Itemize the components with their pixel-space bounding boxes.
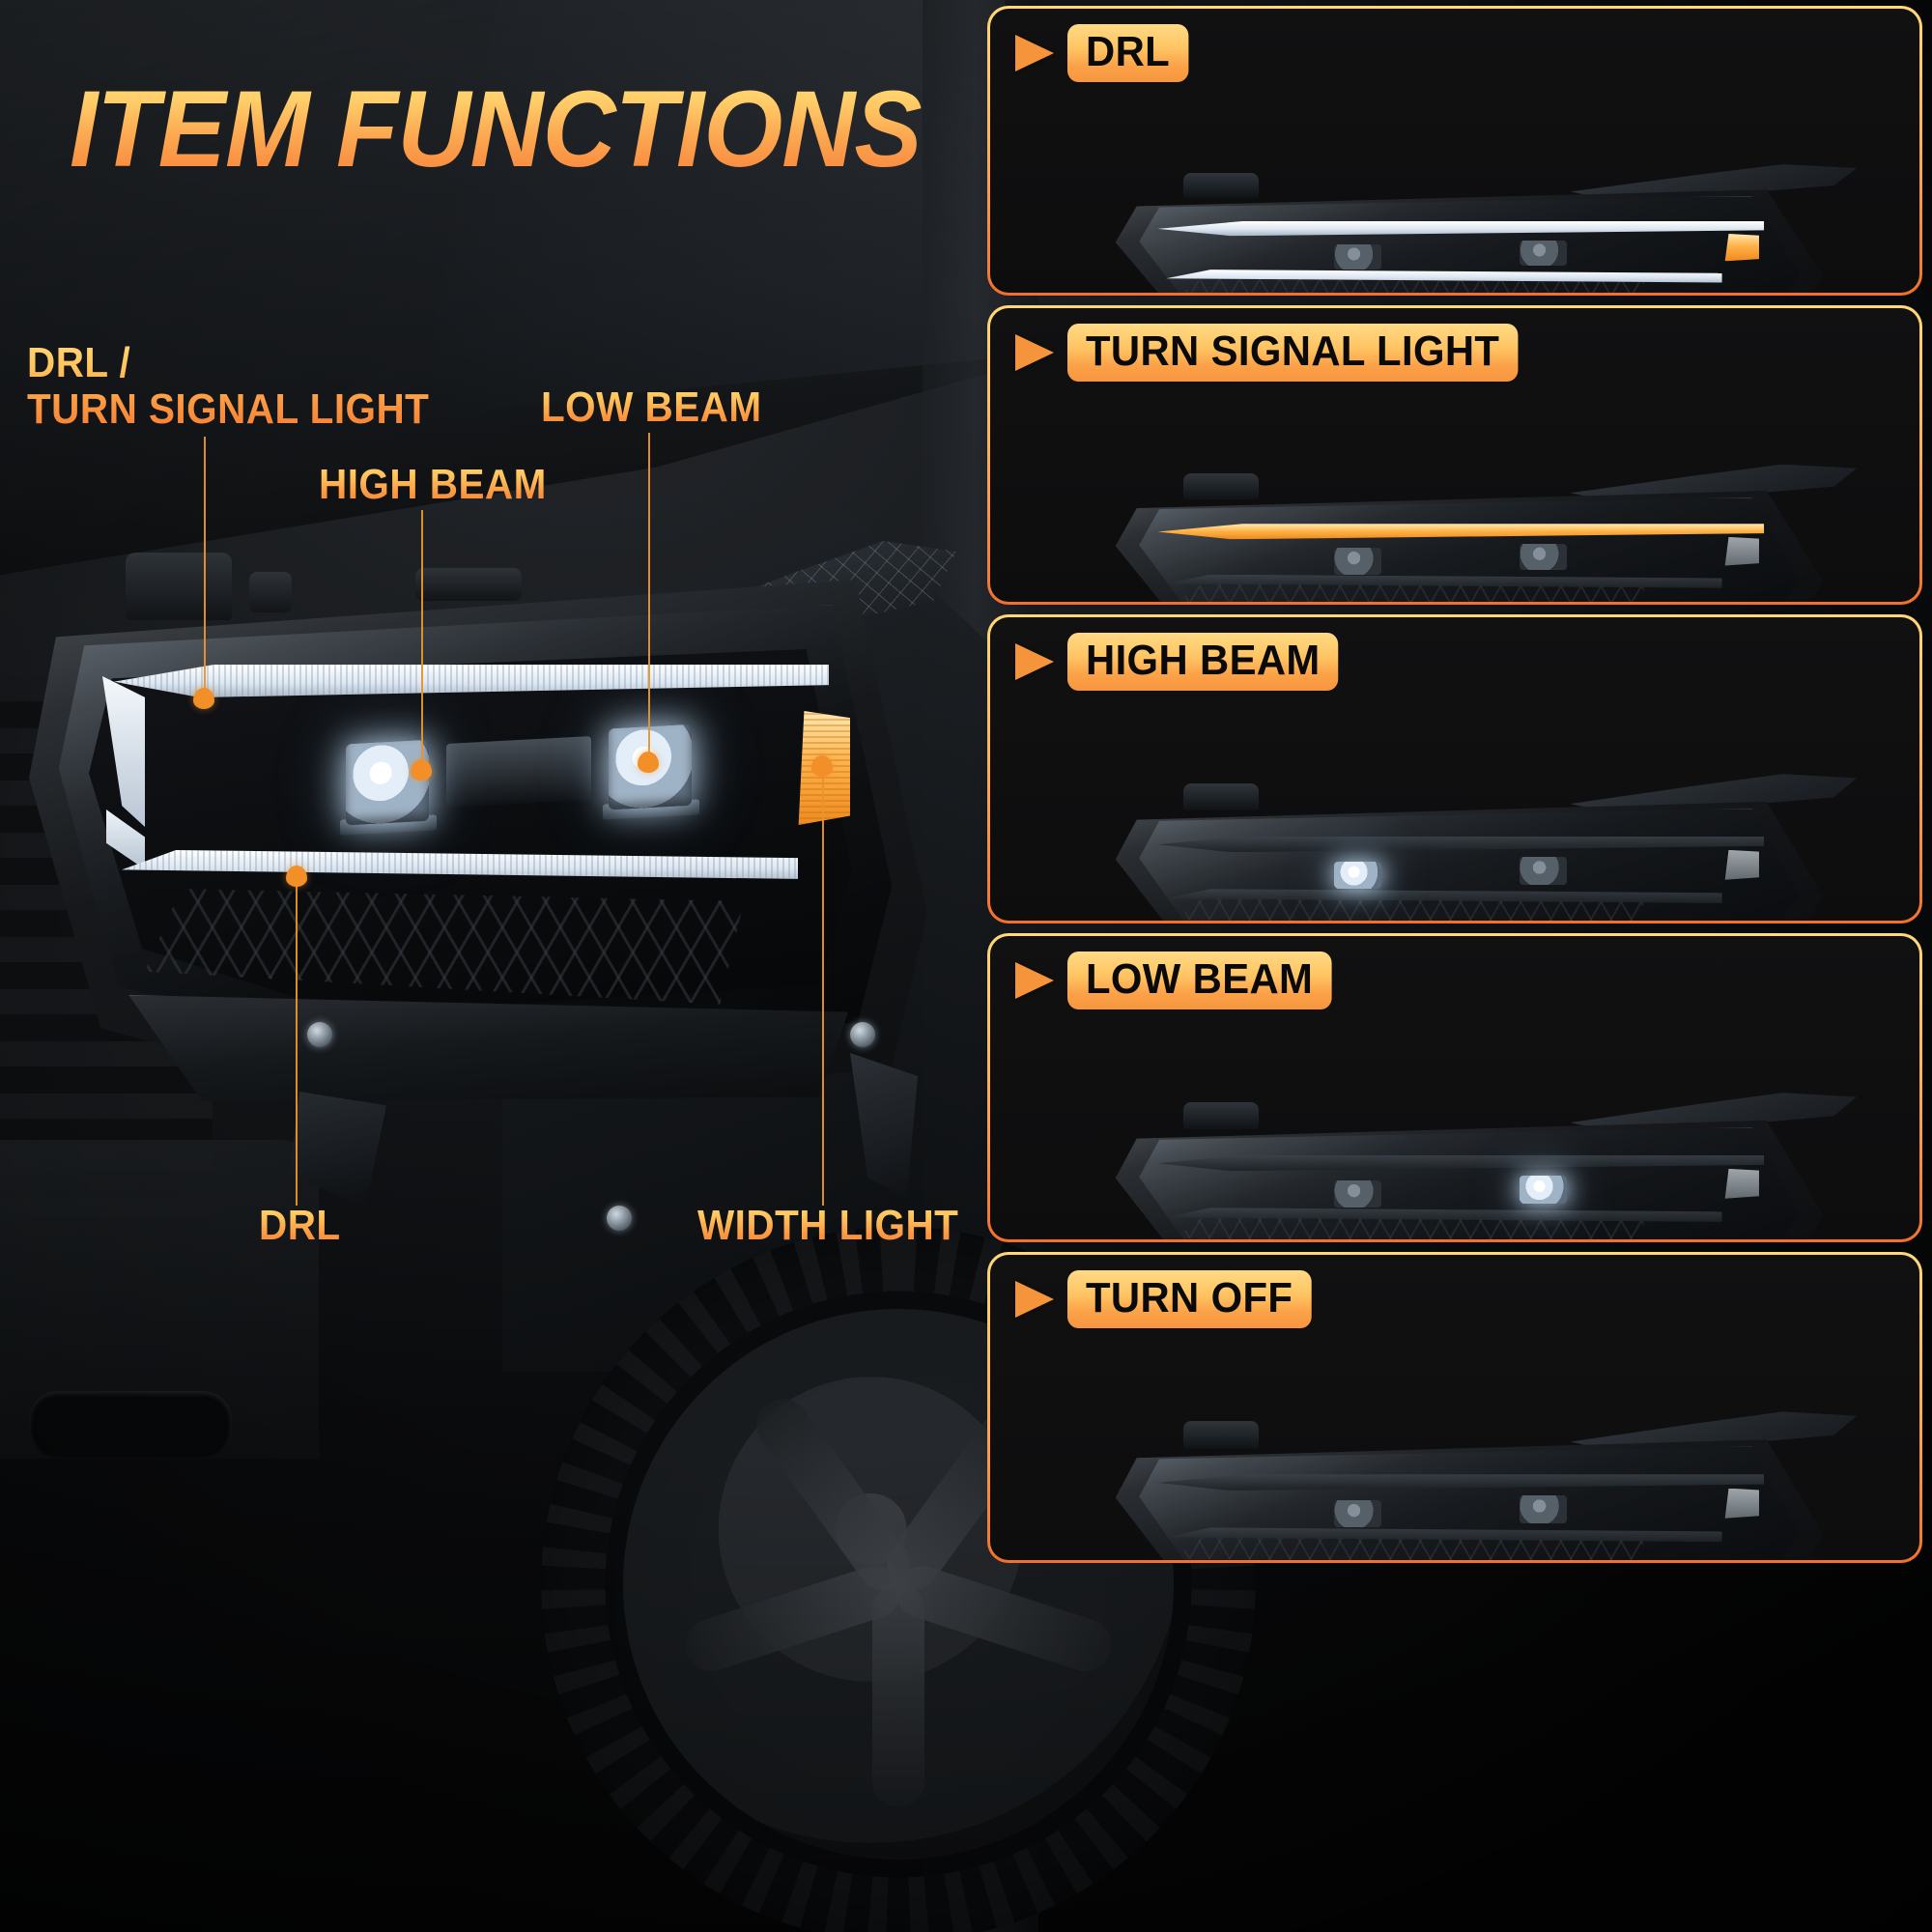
mini-drl-lower-bar	[1166, 270, 1722, 283]
mini-bulb-cap	[1182, 1101, 1259, 1130]
leader-line-width-light	[822, 773, 824, 1206]
projector-divider	[446, 736, 591, 808]
panel-drl[interactable]: DRL	[987, 6, 1922, 296]
panel-image-low-beam	[990, 1015, 1919, 1239]
leader-line-drl	[296, 873, 298, 1206]
panel-image-turn-off	[990, 1334, 1919, 1560]
headlight-bulb-cap	[126, 553, 232, 620]
housing-screw-right	[850, 1022, 875, 1047]
housing-screw-bottom	[607, 1206, 632, 1231]
panel-header-turn-off: TURN OFF	[990, 1255, 1919, 1334]
leader-line-drl-turn-signal	[204, 437, 206, 694]
panel-badge-turn-off: TURN OFF	[1067, 1270, 1312, 1328]
mini-width-light-marker	[1724, 234, 1759, 262]
function-panel-list: DRL	[987, 6, 1922, 1573]
mini-honeycomb	[1174, 1537, 1647, 1560]
mini-honeycomb	[1174, 1216, 1647, 1239]
panel-badge-high-beam: HIGH BEAM	[1067, 633, 1339, 691]
mini-width-light-marker	[1724, 1168, 1759, 1199]
marker-dot-high-beam	[411, 759, 432, 781]
panel-badge-low-beam: LOW BEAM	[1067, 952, 1332, 1009]
page-title: ITEM FUNCTIONS	[70, 69, 923, 189]
panel-header-turn-signal-light: TURN SIGNAL LIGHT	[990, 308, 1919, 387]
annotation-label-drl: DRL	[259, 1202, 341, 1249]
play-arrow-icon	[1015, 334, 1054, 371]
headlight-lower-housing	[128, 995, 848, 1101]
mini-honeycomb	[1174, 277, 1647, 293]
mini-drl-lower-bar	[1166, 1527, 1722, 1543]
marker-dot-drl-turn-signal	[193, 688, 214, 709]
mini-width-light-marker	[1724, 1488, 1759, 1519]
housing-screw-left	[307, 1022, 332, 1047]
high-beam-projector	[346, 739, 429, 826]
mini-bulb-cap	[1182, 782, 1259, 811]
leader-line-high-beam	[421, 510, 423, 765]
mini-bulb-cap	[1182, 1421, 1259, 1449]
headlight-mount-clip	[415, 568, 522, 601]
headlight-inner-bezel	[89, 649, 852, 1014]
marker-dot-low-beam	[638, 752, 659, 773]
panel-badge-turn-signal-light: TURN SIGNAL LIGHT	[1067, 324, 1519, 382]
marker-dot-drl	[286, 866, 307, 887]
annotation-label-width-light: WIDTH LIGHT	[697, 1202, 959, 1249]
mini-drl-lower-bar	[1166, 889, 1722, 903]
mini-width-light-marker	[1724, 849, 1759, 880]
annotation-label-drl-turn-signal: DRL / TURN SIGNAL LIGHT	[27, 339, 430, 433]
mini-low-beam-projector	[1520, 543, 1568, 571]
mini-low-beam-projector	[1520, 240, 1568, 266]
mini-honeycomb	[1174, 897, 1647, 921]
panel-turn-off[interactable]: TURN OFF	[987, 1252, 1922, 1563]
panel-image-drl	[990, 88, 1919, 293]
mini-drl-lower-bar	[1166, 574, 1722, 588]
play-arrow-icon	[1015, 1281, 1054, 1318]
annotation-label-high-beam: HIGH BEAM	[319, 461, 547, 508]
panel-header-high-beam: HIGH BEAM	[990, 617, 1919, 696]
panel-header-low-beam: LOW BEAM	[990, 936, 1919, 1015]
mini-high-beam-projector	[1334, 243, 1382, 270]
panel-header-drl: DRL	[990, 9, 1919, 88]
play-arrow-icon	[1015, 643, 1054, 680]
panel-high-beam[interactable]: HIGH BEAM	[987, 614, 1922, 923]
mini-high-beam-projector	[1334, 548, 1382, 575]
play-arrow-icon	[1015, 35, 1054, 71]
mini-honeycomb	[1174, 582, 1647, 602]
panel-image-high-beam	[990, 696, 1919, 921]
mini-high-beam-projector	[1334, 861, 1382, 890]
leader-line-low-beam	[648, 433, 650, 757]
panel-turn-signal-light[interactable]: TURN SIGNAL LIGHT	[987, 305, 1922, 605]
mini-drl-lower-bar	[1166, 1208, 1722, 1222]
play-arrow-icon	[1015, 962, 1054, 999]
mini-low-beam-projector	[1520, 1494, 1568, 1523]
mini-high-beam-projector	[1334, 1499, 1382, 1528]
mini-bulb-cap	[1182, 472, 1259, 500]
panel-image-turn-signal-light	[990, 387, 1919, 602]
mini-width-light-marker	[1724, 536, 1759, 566]
panel-low-beam[interactable]: LOW BEAM	[987, 933, 1922, 1242]
annotation-label-low-beam: LOW BEAM	[541, 384, 762, 431]
mini-low-beam-projector	[1520, 1175, 1568, 1204]
mini-bulb-cap	[1182, 172, 1259, 198]
panel-badge-drl: DRL	[1067, 24, 1189, 82]
mini-low-beam-projector	[1520, 856, 1568, 885]
headlight-connector-small	[249, 572, 292, 612]
mini-high-beam-projector	[1334, 1179, 1382, 1208]
marker-dot-width-light	[811, 755, 833, 777]
